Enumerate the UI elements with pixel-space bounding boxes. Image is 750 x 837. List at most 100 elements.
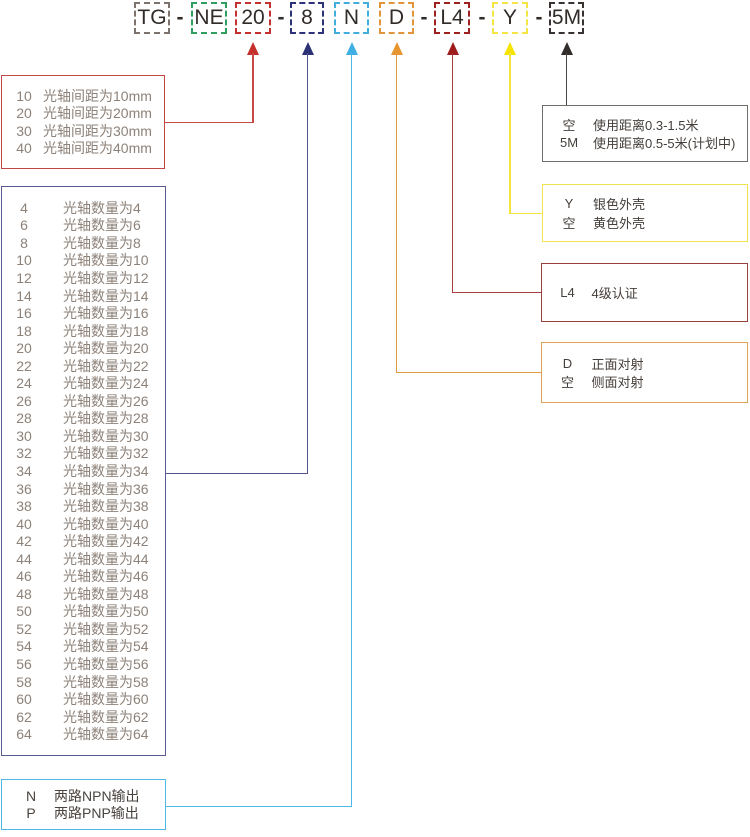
legend-row: 14 光轴数量为14 xyxy=(2,287,165,305)
legend-row: 空 使用距离0.3-1.5米 xyxy=(543,116,747,134)
legend-row: 8 光轴数量为8 xyxy=(2,234,165,252)
option-code: 28 xyxy=(16,410,32,427)
option-description: 光轴数量为28 xyxy=(63,410,149,427)
option-description: 光轴数量为52 xyxy=(63,620,149,637)
segment-box-facing: D xyxy=(379,2,414,34)
option-description: 光轴间距为30mm xyxy=(43,122,152,139)
segment-box-tg: TG xyxy=(134,2,170,34)
connector-stem-facing xyxy=(395,53,398,373)
legend-row: 28 光轴数量为28 xyxy=(2,410,165,428)
legend-row: 64 光轴数量为64 xyxy=(2,725,165,743)
option-description: 光轴数量为34 xyxy=(63,463,149,479)
connector-line-pitch xyxy=(165,121,254,123)
arrow-up-icon-housing xyxy=(504,42,516,55)
legend-row: 20 光轴间距为20mm xyxy=(2,105,164,123)
connector-line-count xyxy=(166,472,309,474)
option-code: 52 xyxy=(16,620,32,637)
option-code: L4 xyxy=(560,285,575,300)
option-description: 两路PNP输出 xyxy=(54,805,139,822)
segment-box-pitch: 20 xyxy=(235,2,271,34)
option-description: 光轴数量为24 xyxy=(63,375,149,392)
option-description: 银色外壳 xyxy=(593,197,646,213)
option-code: 60 xyxy=(16,691,32,708)
option-description: 光轴数量为64 xyxy=(63,726,149,743)
legend-row: 48 光轴数量为48 xyxy=(2,585,165,603)
legend-row: 54 光轴数量为54 xyxy=(2,638,165,656)
option-description: 光轴数量为26 xyxy=(63,392,149,409)
option-description: 光轴数量为46 xyxy=(63,568,149,585)
option-description: 光轴数量为16 xyxy=(63,305,149,322)
option-code: 48 xyxy=(16,585,32,602)
option-description: 光轴数量为8 xyxy=(63,234,141,251)
option-code: 14 xyxy=(16,287,32,304)
arrow-up-icon-count xyxy=(301,42,314,55)
option-code: P xyxy=(26,805,36,822)
legend-row: P 两路PNP输出 xyxy=(2,805,165,823)
option-description: 光轴数量为50 xyxy=(63,603,149,620)
legend-row: 58 光轴数量为58 xyxy=(2,673,165,691)
option-code: 16 xyxy=(16,305,32,322)
segment-box-output: N xyxy=(334,2,369,34)
legend-row: 空 黄色外壳 xyxy=(543,213,747,232)
option-code: 26 xyxy=(16,392,32,409)
segment-separator: - xyxy=(478,6,486,29)
legend-row: 62 光轴数量为62 xyxy=(2,708,165,726)
legend-row: 10 光轴间距为10mm xyxy=(2,87,164,105)
option-description: 光轴数量为56 xyxy=(63,656,149,673)
legend-row: 24 光轴数量为24 xyxy=(2,374,165,392)
option-description: 光轴数量为44 xyxy=(63,550,149,567)
legend-row: D 正面对射 xyxy=(542,354,747,372)
legend-row: 56 光轴数量为56 xyxy=(2,655,165,673)
option-description: 光轴间距为10mm xyxy=(43,87,152,104)
option-code: 34 xyxy=(16,462,32,479)
option-code: 62 xyxy=(16,708,32,725)
option-description: 两路NPN输出 xyxy=(54,787,140,804)
option-code: 24 xyxy=(16,375,32,392)
legend-row: 34 光轴数量为34 xyxy=(2,462,165,480)
connector-stem-cert xyxy=(451,53,454,293)
connector-line-output xyxy=(165,805,353,808)
option-code: 空 xyxy=(562,118,576,133)
option-code: 36 xyxy=(16,480,32,497)
arrow-up-icon-output xyxy=(345,42,358,55)
option-description: 光轴数量为18 xyxy=(63,322,149,339)
option-code: 56 xyxy=(16,656,32,672)
legend-row: L4 4级认证 xyxy=(542,284,747,302)
option-description: 光轴数量为40 xyxy=(63,515,149,532)
option-code: 44 xyxy=(16,550,32,567)
option-code: 42 xyxy=(16,533,32,550)
connector-line-housing xyxy=(509,212,542,214)
arrow-up-icon-cert xyxy=(446,42,459,55)
legend-row: 4 光轴数量为4 xyxy=(2,199,165,217)
option-code: 8 xyxy=(20,234,28,251)
legend-row: 26 光轴数量为26 xyxy=(2,392,165,410)
option-description: 光轴间距为20mm xyxy=(43,105,152,122)
option-description: 黄色外壳 xyxy=(593,215,646,231)
option-description: 光轴数量为58 xyxy=(63,673,149,690)
legend-row: 52 光轴数量为52 xyxy=(2,620,165,638)
legend-range-options: 空 使用距离0.3-1.5米 5M 使用距离0.5-5米(计划中) xyxy=(542,105,748,162)
connector-stem-pitch xyxy=(252,53,254,123)
option-code: 32 xyxy=(16,445,32,462)
option-description: 正面对射 xyxy=(591,356,644,372)
option-code: 40 xyxy=(16,140,32,157)
option-description: 光轴数量为32 xyxy=(63,445,149,462)
option-code: N xyxy=(25,787,37,804)
legend-row: 空 侧面对射 xyxy=(542,373,747,391)
option-code: 空 xyxy=(562,215,576,231)
legend-row: 12 光轴数量为12 xyxy=(2,269,165,287)
option-code: 10 xyxy=(16,87,32,104)
legend-row: 42 光轴数量为42 xyxy=(2,532,165,550)
option-code: 30 xyxy=(16,122,32,139)
legend-row: 38 光轴数量为38 xyxy=(2,497,165,515)
segment-box-count: 8 xyxy=(290,2,324,34)
connector-stem-count xyxy=(306,53,309,474)
option-code: 50 xyxy=(16,603,32,620)
segment-separator: - xyxy=(277,6,285,29)
option-description: 光轴数量为4 xyxy=(63,199,141,216)
legend-row: 50 光轴数量为50 xyxy=(2,603,165,621)
option-code: 58 xyxy=(16,673,32,690)
legend-row: 6 光轴数量为6 xyxy=(2,217,165,235)
segment-separator: - xyxy=(535,6,543,29)
